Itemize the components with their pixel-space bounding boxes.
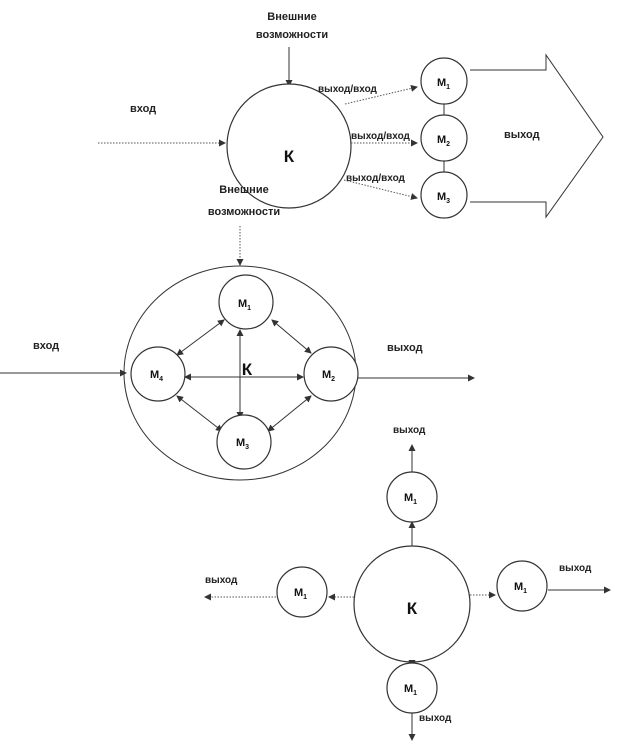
output-label-bottom: выход	[419, 713, 452, 724]
link-m1-m4	[176, 319, 225, 356]
module-node-d2-m4: М4	[130, 346, 186, 402]
core-node-1	[226, 83, 352, 209]
output-block-arrow	[470, 53, 604, 219]
output-input-label-b: выход/вход	[351, 131, 411, 142]
link-m1-m2	[271, 319, 312, 354]
module-label: М1	[404, 492, 417, 506]
module-label: М1	[294, 587, 307, 601]
external-label-2-line2: возможности	[208, 206, 280, 218]
diagram-1: Внешние возможности вход выход К выход/в…	[98, 11, 604, 219]
module-label: М4	[150, 369, 163, 383]
module-label: М3	[236, 437, 249, 451]
external-label-1-line1: Внешние	[267, 11, 316, 23]
arrow-core-to-m3	[343, 179, 418, 200]
external-label-1-line2: возможности	[256, 29, 328, 41]
input-label-1: вход	[130, 103, 156, 115]
module-node-d1-m3: М3	[420, 171, 468, 219]
output-label-right: выход	[559, 563, 592, 574]
diagram-2: Внешние возможности вход выход К М1 М2 М…	[0, 184, 475, 481]
module-node-d1-m1: М1	[420, 57, 468, 105]
output-label-left: выход	[205, 575, 238, 586]
module-label: М2	[322, 369, 335, 383]
module-node-d2-m3: М3	[216, 414, 272, 470]
output-label-2: выход	[387, 342, 423, 354]
external-label-2-line1: Внешние	[219, 184, 268, 196]
output-label-1: выход	[504, 129, 540, 141]
core-label-2: К	[242, 360, 253, 379]
module-label: М1	[238, 298, 251, 312]
module-label: М1	[404, 683, 417, 697]
module-label: М1	[437, 77, 450, 91]
module-node-d3-top: М1	[386, 471, 438, 523]
module-node-d2-m2: М2	[303, 346, 359, 402]
module-label: М1	[514, 581, 527, 595]
module-node-d2-m1: М1	[218, 274, 274, 330]
module-node-d1-m2: М2	[420, 114, 468, 162]
module-label: М2	[437, 134, 450, 148]
input-label-2: вход	[33, 340, 59, 352]
module-node-d3-bottom: М1	[386, 662, 438, 714]
core-label-3: К	[407, 599, 418, 618]
module-node-d3-left: М1	[276, 566, 328, 618]
output-label-top: выход	[393, 425, 426, 436]
core-label-1: К	[284, 147, 295, 166]
link-m4-m3	[176, 395, 223, 432]
link-m2-m3	[267, 395, 312, 432]
output-input-label-a: выход/вход	[318, 84, 378, 95]
module-label: М3	[437, 191, 450, 205]
arrow-core-to-m1	[344, 84, 418, 105]
output-input-label-c: выход/вход	[346, 173, 406, 184]
diagram-3: К выход М1 выход М1 выход М1 выход	[204, 425, 611, 741]
module-node-d3-right: М1	[496, 560, 548, 612]
